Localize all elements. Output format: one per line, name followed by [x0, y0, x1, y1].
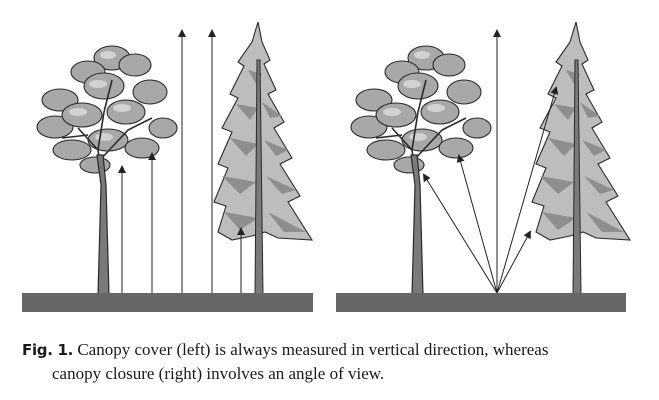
conifer-tree-shading [222, 70, 306, 232]
view-arrow-2 [456, 154, 498, 294]
view-arrow-1 [422, 173, 498, 294]
figure-label: Fig. 1. [22, 341, 74, 359]
conifer-tree-left [213, 21, 314, 296]
conifer-tree-silhouette [531, 21, 632, 241]
canopy-closure-panel [336, 21, 632, 312]
deciduous-tree-trunk [96, 154, 110, 296]
conifer-tree-right [531, 21, 632, 296]
caption-line-2: canopy closure (right) involves an angle… [52, 364, 385, 383]
view-arrow-4 [496, 86, 559, 294]
view-arrow-5 [496, 230, 531, 294]
angle-of-view-arrows [422, 29, 559, 294]
deciduous-tree-trunk [410, 154, 424, 296]
ground-left [22, 293, 313, 312]
deciduous-tree-crown [350, 45, 492, 174]
conifer-tree-silhouette [213, 21, 314, 241]
canopy-diagram [22, 21, 632, 312]
vertical-arrows [118, 29, 245, 293]
figure-caption: Fig. 1. Canopy cover (left) is always me… [22, 338, 634, 385]
deciduous-tree-highlights [383, 51, 445, 141]
deciduous-tree-right [350, 45, 492, 296]
ground-right [336, 293, 626, 312]
deciduous-tree-left [36, 45, 178, 296]
caption-line-1: Canopy cover (left) is always measured i… [77, 340, 549, 359]
deciduous-tree-crown [36, 45, 178, 174]
canopy-cover-panel [22, 21, 314, 312]
